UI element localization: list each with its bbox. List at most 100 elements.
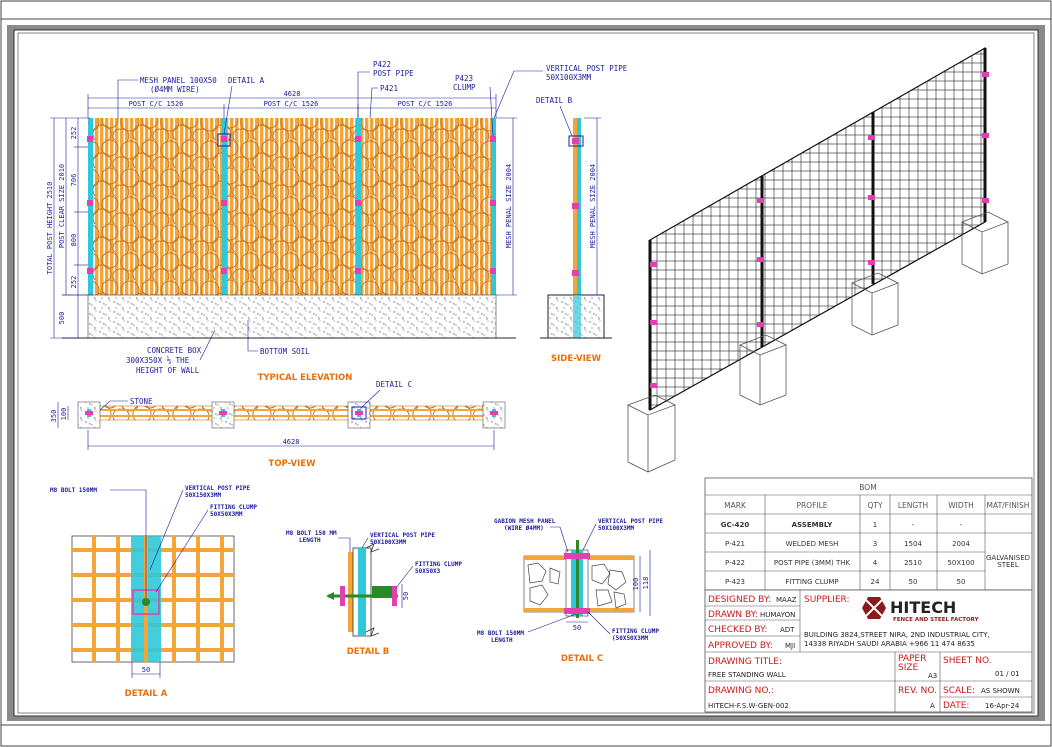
detail-a-callout: DETAIL A — [228, 76, 265, 85]
dim-800: 800 — [70, 234, 78, 247]
fitting-clump-label-b: FITTING CLUMP — [415, 561, 462, 568]
company-name: HITECH — [890, 598, 956, 617]
total-post-height-dim: TOTAL POST HEIGHT 2510 — [46, 182, 54, 275]
post-clear-size-dim: POST CLEAR SIZE 2010 — [58, 164, 66, 248]
detail-a: 50 M8 BOLT 150MM VERTICAL POST PIPE 50X1… — [50, 485, 257, 699]
post-cc-3: POST C/C 1526 — [398, 100, 453, 108]
checked-by-label: CHECKED BY: — [708, 625, 767, 635]
bom-cell: 4 — [873, 559, 878, 567]
top-view: DETAIL C STONE 350 100 4628 TOP-VIEW — [50, 380, 506, 469]
fitting-clump-size-a: 50X50X3MM — [210, 511, 243, 518]
fitting-clump-size-b: 50X50X3 — [415, 568, 441, 575]
date-label: DATE: — [943, 701, 969, 711]
fitting-clump-label-a: FITTING CLUMP — [210, 504, 257, 511]
bom-cell: - — [960, 521, 963, 529]
isometric-view — [626, 46, 1009, 473]
bom-cell: WELDED MESH — [786, 540, 839, 548]
bom-cell: 1504 — [904, 540, 922, 548]
bom-cell: FITTING CLUMP — [785, 578, 838, 586]
rev-no-value: A — [930, 702, 935, 710]
detail-c: 100 118 50 GABION MESH PANEL (WIRE Ø4MM)… — [477, 518, 663, 664]
bom-cell: P-423 — [725, 578, 745, 586]
typical-elevation-title: TYPICAL ELEVATION — [258, 373, 353, 383]
sheet-no-label: SHEET NO. — [943, 656, 992, 666]
company-sub: FENCE AND STEEL FACTORY — [893, 617, 980, 623]
top-view-title: TOP-VIEW — [269, 459, 317, 469]
vertical-post-pipe-size: 50X100X3MM — [546, 73, 592, 82]
concrete-box-height: HEIGHT OF WALL — [136, 366, 200, 375]
post-cc-2: POST C/C 1526 — [264, 100, 319, 108]
hitech-logo-icon: HITECH FENCE AND STEEL FACTORY — [862, 597, 980, 623]
length-label-c: LENGTH — [491, 637, 513, 644]
bom-cell: 24 — [871, 578, 880, 586]
detail-b: 50 M8 BOLT 150 MM LENGTH VERTICAL POST P… — [286, 530, 462, 657]
detail-b-title: DETAIL B — [347, 647, 390, 657]
bom-cell: ASSEMBLY — [792, 521, 834, 529]
bom-finish-1: GALVANISED — [986, 554, 1030, 562]
bom-finish-2: STEEL — [997, 561, 1019, 569]
post-cc-1: POST C/C 1526 — [129, 100, 184, 108]
detail-c-title: DETAIL C — [561, 654, 603, 664]
vertical-post-pipe-label: VERTICAL POST PIPE — [546, 64, 628, 73]
concrete-box-label: CONCRETE BOX — [147, 346, 202, 355]
dim-500: 500 — [58, 312, 66, 325]
approved-by-label: APPROVED BY: — [708, 641, 773, 651]
sheet-no-value: 01 / 01 — [995, 670, 1020, 678]
top-overall-dim: 4628 — [283, 438, 300, 446]
detail-c-dim-118: 118 — [642, 577, 650, 590]
checked-by-value: ADT — [780, 626, 795, 634]
drawn-by-value: HUMAYON — [760, 611, 795, 619]
dim-252-top: 252 — [70, 127, 78, 140]
bom-cell: 1 — [873, 521, 877, 529]
drawn-by-label: DRAWN BY: — [708, 610, 758, 620]
mesh-panel-label: MESH PANEL 100X50 — [140, 76, 217, 85]
bom-header-cell: LENGTH — [898, 501, 928, 510]
vpp-label-b: VERTICAL POST PIPE — [370, 532, 435, 539]
side-view-title: SIDE-VIEW — [551, 354, 602, 364]
address-line-1: BUILDING 3824,STREET NIRA, 2ND INDUSTRIA… — [804, 631, 990, 639]
bom-header-cell: MAT/FINISH — [987, 501, 1030, 510]
fitting-clump-label-c: FITTING CLUMP — [612, 628, 659, 635]
bom-cell: P-422 — [725, 559, 745, 567]
bom-cell: 50 — [957, 578, 966, 586]
vpp-size-a: 50X150X3MM — [185, 492, 222, 499]
detail-a-dim-50: 50 — [142, 666, 150, 674]
bom-cell: 2004 — [952, 540, 970, 548]
bottom-soil-label: BOTTOM SOIL — [260, 347, 310, 356]
vpp-size-b: 50X100X3MM — [370, 539, 407, 546]
drawing-title-value: FREE STANDING WALL — [708, 671, 786, 679]
side-view: MESH PENAL SIZE 2004 DETAIL B SIDE-VIEW — [536, 96, 612, 364]
detail-b-callout: DETAIL B — [536, 96, 573, 105]
dim-100-top: 100 — [60, 408, 68, 421]
date-value: 16-Apr-24 — [985, 702, 1020, 710]
scale-value: AS SHOWN — [981, 687, 1020, 695]
paper-size-label-2: SIZE — [898, 663, 919, 673]
bom-cell: 3 — [873, 540, 877, 548]
bom-cell: 50 — [909, 578, 918, 586]
bom-cell: P-421 — [725, 540, 745, 548]
clump-label: CLUMP — [453, 83, 476, 92]
mesh-wire-label: (Ø4MM WIRE) — [150, 85, 200, 94]
bom-header-cell: WIDTH — [948, 501, 974, 510]
paper-size-value: A3 — [928, 672, 937, 680]
vpp-label-c: VERTICAL POST PIPE — [598, 518, 663, 525]
side-mesh-penal-dim: MESH PENAL SIZE 2004 — [589, 164, 597, 248]
bom-title: BOM — [859, 483, 876, 492]
bom-cell: - — [912, 521, 915, 529]
m8-bolt-label-b: M8 BOLT 150 MM — [286, 530, 337, 537]
fitting-clump-size-c: (50X50X3MM — [612, 635, 649, 642]
bom-cell: 2510 — [904, 559, 922, 567]
address-line-2: 14338 RIYADH SAUDI ARABIA +966 11 474 86… — [804, 640, 975, 648]
gabion-label: GABION MESH PANEL — [494, 518, 556, 525]
detail-c-dim-50: 50 — [573, 624, 581, 632]
mesh-penal-size-dim: MESH PENAL SIZE 2004 — [505, 164, 513, 248]
dim-252-bottom: 252 — [70, 276, 78, 289]
vpp-size-c: 50X100X3MM — [598, 525, 635, 532]
rev-no-label: REV. NO. — [898, 686, 937, 696]
approved-by-value: MJI — [785, 642, 795, 650]
title-block: DESIGNED BY: MAAZ DRAWN BY: HUMAYON CHEC… — [704, 589, 1033, 713]
length-label-b: LENGTH — [299, 537, 321, 544]
detail-c-dim-100: 100 — [632, 578, 640, 591]
